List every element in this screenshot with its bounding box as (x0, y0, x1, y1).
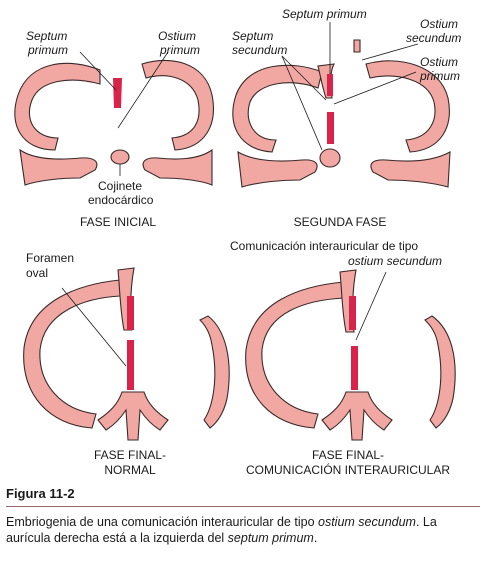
label-septum-secundum-1: Septum (232, 29, 273, 43)
caption-fase-final-ci-2: COMUNICACIÓN INTERAURICULAR (246, 462, 450, 477)
label-cojinete-1: Cojinete (98, 179, 142, 193)
label-ostium-primum-2: primum (159, 43, 200, 57)
pointer-septum (79, 51, 117, 91)
atrial-wall-right (365, 60, 450, 153)
pointer-ostium-primum (333, 71, 417, 105)
septum-primum-bar (113, 78, 122, 108)
ventricle-right (142, 148, 213, 186)
caption-fase-final-normal-2: NORMAL (104, 463, 156, 477)
pointer-septum-secundum-a (281, 55, 327, 101)
atrial-wall-right (141, 59, 214, 151)
atrial-wall-right (199, 315, 230, 429)
label-foramen-2: oval (26, 266, 48, 280)
ventricle-right (370, 151, 451, 188)
label-ostium-primum-1: Ostium (420, 55, 458, 69)
septum-primum-upper (349, 296, 356, 330)
ventricle-left (237, 150, 318, 188)
figure-caption: Embriogenia de una comunicación interaur… (6, 514, 484, 546)
label-septum-primum: Septum primum (282, 7, 367, 21)
septum-primum-top (353, 39, 361, 53)
pointer-ostium-secundum (361, 43, 419, 61)
caption-fase-inicial: FASE INICIAL (80, 215, 156, 229)
atrial-wall-right (424, 315, 456, 429)
septum-primum-lower (327, 112, 334, 144)
caption-fase-final-normal-1: FASE FINAL- (94, 448, 166, 462)
ventricular-septum (97, 391, 169, 441)
atrial-wall-left (23, 279, 121, 429)
label-septum-primum-1: Septum (26, 29, 67, 43)
label-ostium-secundum-1: Ostium (420, 17, 458, 31)
caption-text-b: ostium secundum (318, 515, 416, 529)
pointer-comunicacion (355, 271, 387, 341)
pointer-ostium (117, 51, 169, 129)
figure-title: Figura 11-2 (6, 486, 75, 501)
panel-fase-final-normal: Foramen oval FASE FINAL- NORMAL (23, 251, 230, 477)
atrial-wall-left (232, 64, 323, 153)
label-comunicacion-1: Comunicación interauricular de tipo (230, 239, 418, 253)
caption-fase-final-ci-1: FASE FINAL- (312, 448, 384, 462)
label-septum-primum-2: primum (27, 43, 68, 57)
panel-segunda-fase: Septum primum Septum secundum Ostium sec… (232, 7, 461, 229)
panel-fase-inicial: Septum primum Ostium primum Cojinete end… (14, 29, 214, 229)
pointer-septum-secundum-b (281, 55, 323, 151)
atrial-wall-left (245, 281, 345, 429)
embryology-diagram: .tis { fill:#f2a8a2; stroke:#3a2a2a; str… (14, 7, 461, 477)
atrial-wall-left (14, 62, 101, 151)
ventricle-left (19, 148, 98, 186)
caption-text-d: septum primum (227, 531, 314, 545)
septum-primum-upper (327, 74, 333, 96)
caption-text-a: Embriogenia de una comunicación interaur… (6, 515, 318, 529)
caption-text-e: . (313, 531, 318, 545)
pointer-foramen-oval (61, 287, 127, 367)
label-comunicacion-2: ostium secundum (348, 254, 442, 268)
ventricular-septum (321, 391, 393, 441)
label-foramen-1: Foramen (26, 251, 74, 265)
label-cojinete-2: endocárdico (88, 193, 154, 207)
caption-segunda-fase: SEGUNDA FASE (294, 215, 387, 229)
label-septum-secundum-2: secundum (232, 43, 287, 57)
panel-fase-final-comunicacion: Comunicación interauricular de tipo osti… (230, 239, 456, 477)
caption-text-c: . La aurícula derecha está a la izquierd… (6, 515, 437, 545)
label-ostium-secundum-2: secundum (406, 31, 461, 45)
septum-primum-lower (127, 340, 134, 390)
label-ostium-primum-2: primum (419, 69, 460, 83)
endocardial-cushion (110, 149, 130, 165)
septum-primum-upper (127, 296, 134, 330)
caption-divider (6, 506, 480, 507)
septum-primum-lower (351, 346, 358, 390)
label-ostium-primum-1: Ostium (158, 29, 196, 43)
endocardial-cushion (319, 148, 341, 168)
